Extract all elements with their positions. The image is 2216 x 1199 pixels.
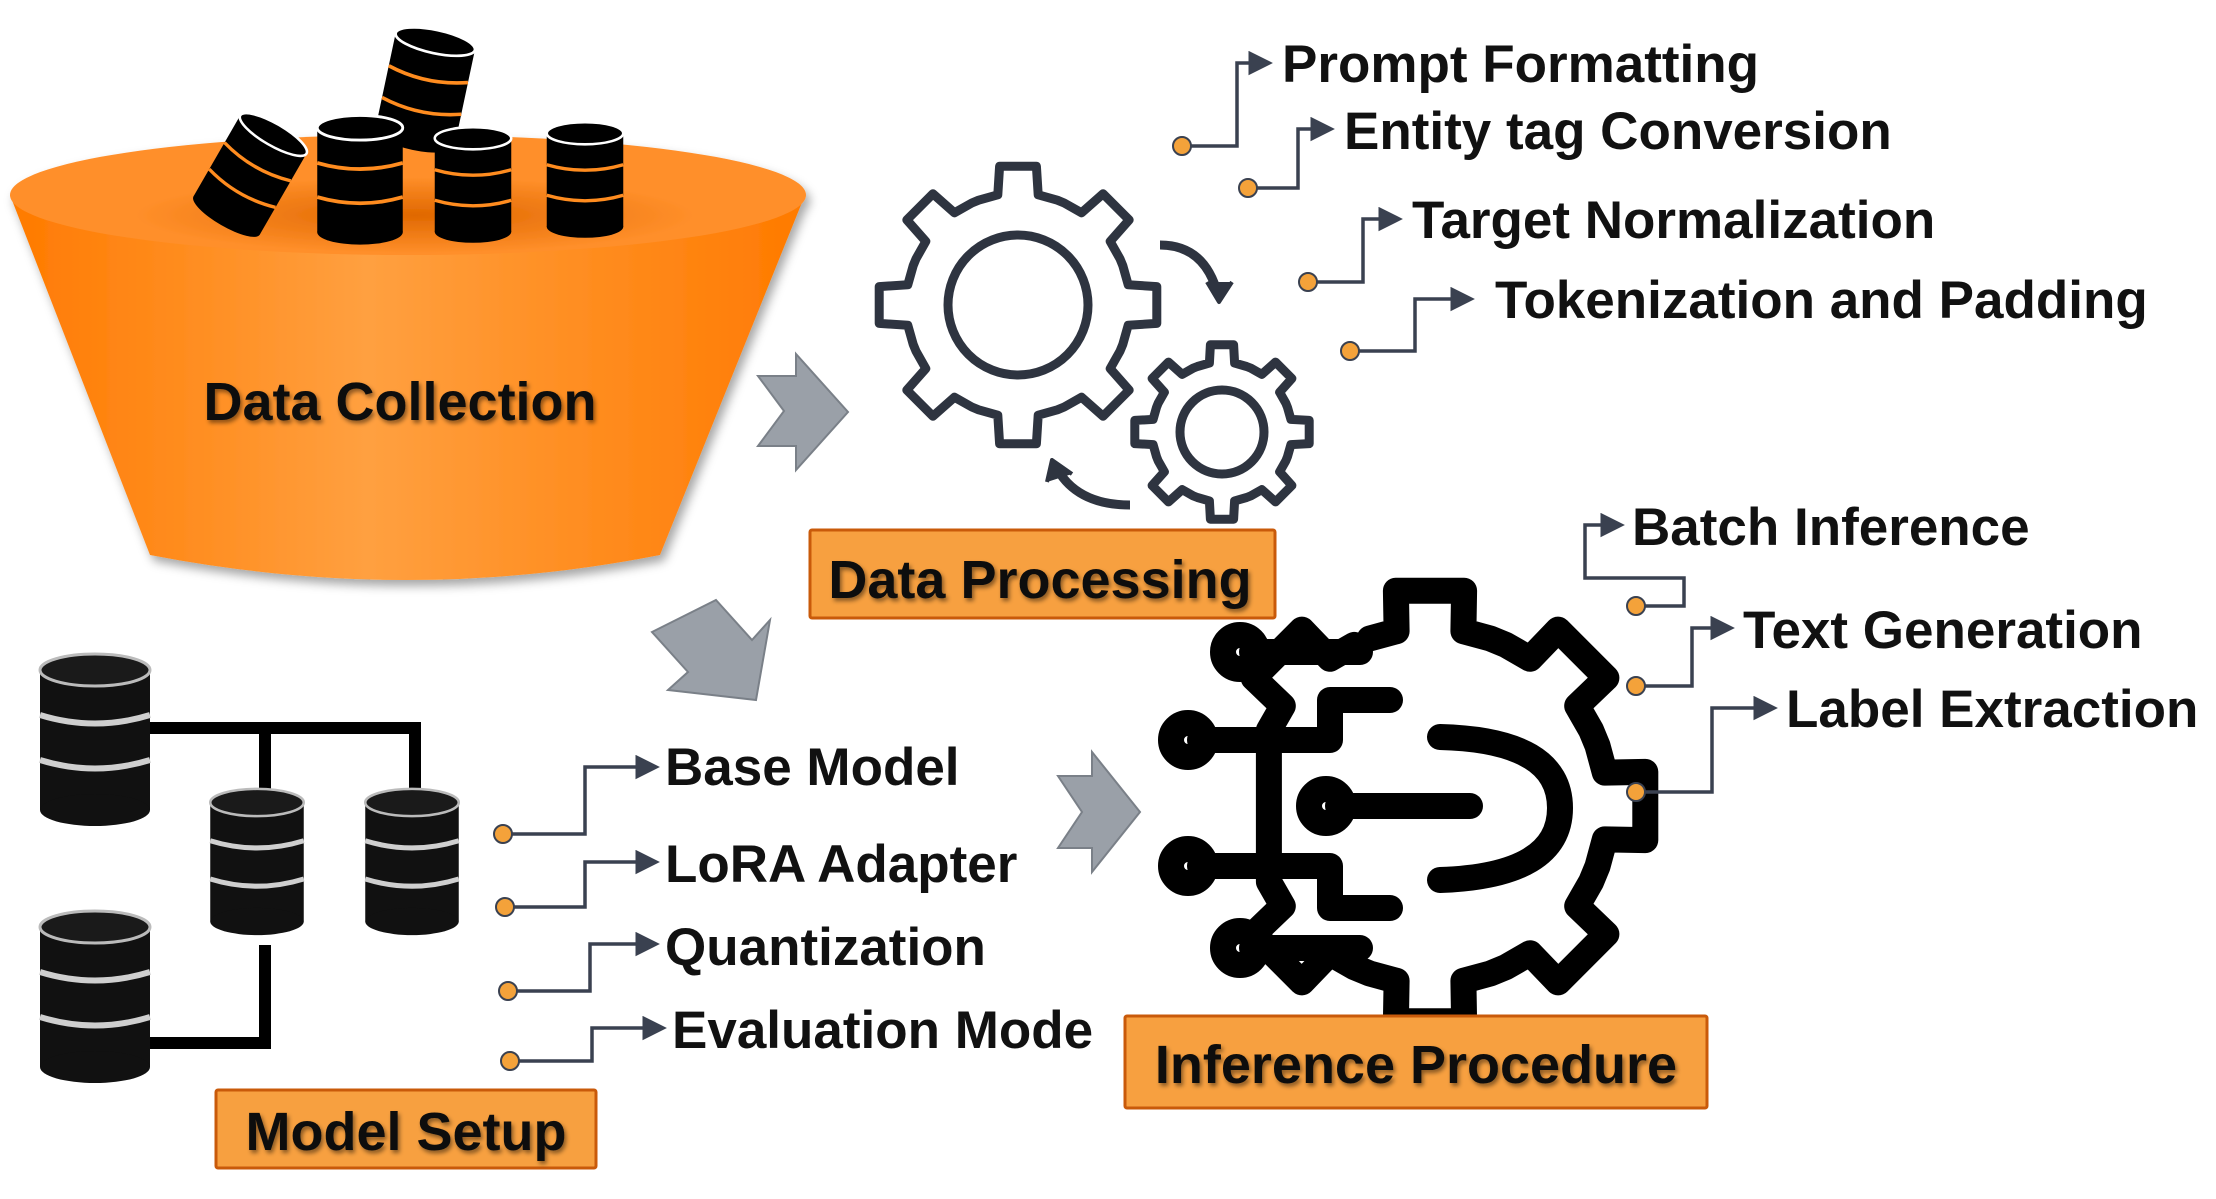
data-processing-dots [1172,136,1360,361]
step-target-normalization: Target Normalization [1412,191,1935,250]
step-batch-inference: Batch Inference [1632,498,2030,557]
data-processing-steps [1182,50,1475,353]
ai-gear-icon [1158,577,1659,1035]
flow-arrow-icon [650,598,772,702]
step-label-extraction: Label Extraction [1786,680,2198,739]
inference-procedure-title: Inference Procedure [1155,1035,1677,1095]
model-setup-title: Model Setup [246,1102,567,1162]
inference-procedure-box: Inference Procedure [1123,1014,1709,1110]
model-setup-box: Model Setup [214,1088,598,1170]
flow-arrow-icon [1056,749,1142,875]
data-collection-section: Data Collection [10,19,806,580]
step-prompt-formatting: Prompt Formatting [1282,35,1759,94]
inference-connectors [1583,512,1778,794]
data-processing-title: Data Processing [828,550,1251,610]
step-lora-adapter: LoRA Adapter [665,835,1017,894]
funnel-icon [10,135,806,580]
step-entity-tag-conversion: Entity tag Conversion [1344,102,1892,161]
data-collection-title: Data Collection [203,372,596,432]
step-quantization: Quantization [665,918,986,977]
database-icon [40,654,459,1083]
inference-dots [1626,596,1646,802]
flow-arrow-icon [756,351,850,473]
step-tokenization-padding: Tokenization and Padding [1495,271,2148,330]
step-base-model: Base Model [665,738,960,797]
model-setup-connectors [503,754,667,1063]
step-evaluation-mode: Evaluation Mode [672,1001,1093,1060]
step-text-generation: Text Generation [1743,601,2143,660]
gears-icon [874,161,1314,524]
data-processing-box: Data Processing [808,528,1277,620]
database-network-icon [40,654,459,1083]
model-setup-dots [493,824,520,1071]
